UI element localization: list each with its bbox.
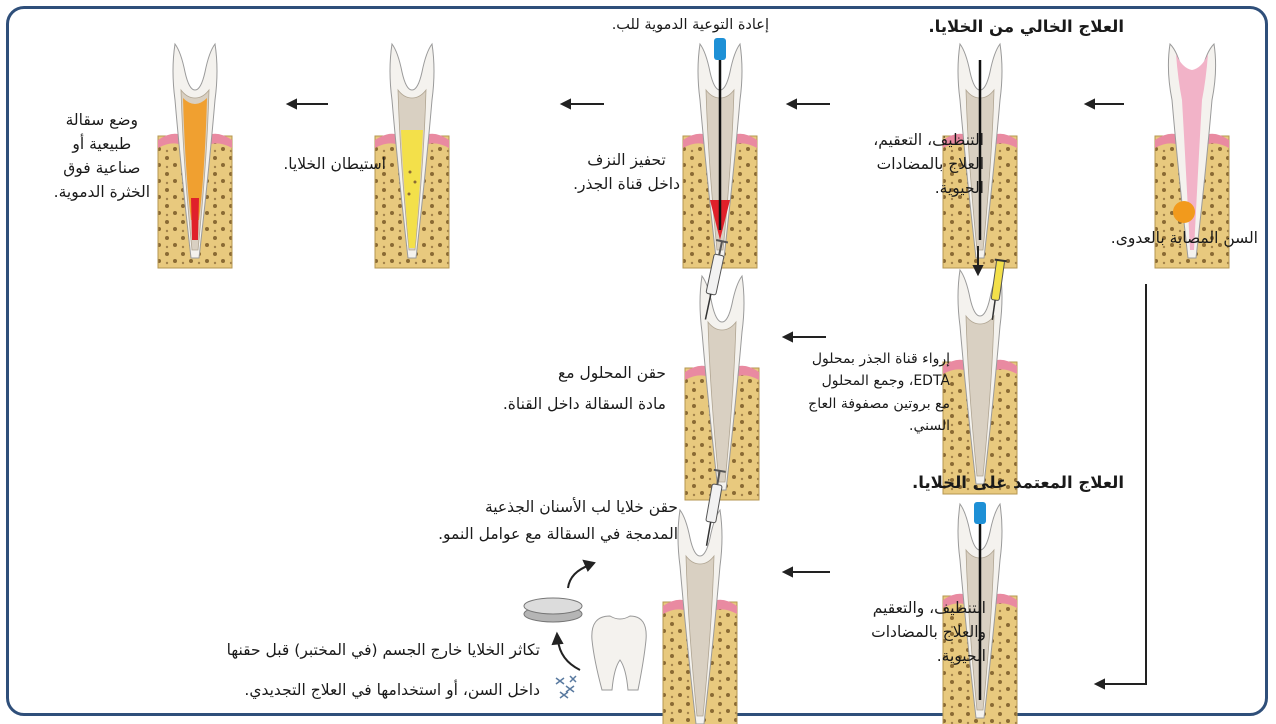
extracted-tooth-icon [592,616,646,690]
caption-scaffold: وضع سقالة طبيعية أو صناعية فوق الخثرة ال… [54,108,150,204]
caption-inject-cells: حقن خلايا لب الأسنان الجذعية المدمجة في … [438,494,678,548]
abscess-icon [1173,201,1195,223]
tooth-cell-homing [375,44,449,268]
caption-cleaning-cell-based: التنظيف، والتعقيم والعلاج بالمضادات الحي… [871,596,986,668]
tooth-scaffold [158,44,232,268]
caption-revascularization: إعادة التوعية الدموية للب. [612,14,769,36]
caption-expand-cells: تكاثر الخلايا خارج الجسم (في المختبر) قب… [227,630,540,711]
caption-infected: السن المصابة بالعدوى. [1111,226,1258,250]
tooth-irrigation [943,260,1017,494]
tooth-revascularization [683,38,757,268]
caption-inject-solution: حقن المحلول مع مادة السقالة داخل القناة. [503,358,666,420]
caption-irrigation: إرواء قناة الجذر بمحلول EDTA، وجمع المحل… [808,348,950,438]
heading-cell-based: العلاج المعتمد على الخلايا. [912,470,1124,496]
cells-cluster-icon [556,676,576,698]
heading-cell-free: العلاج الخالي من الخلايا. [928,14,1124,40]
caption-cleaning-cell-free: التنظيف، التعقيم، العلاج بالمضادات الحيو… [873,128,984,200]
caption-bleeding: تحفيز النزف داخل قناة الجذر. [573,148,680,196]
caption-cell-homing: استيطان الخلايا. [283,152,386,176]
tooth-inject-solution [685,240,759,500]
endodontic-file-icon [714,38,726,60]
petri-dish-icon [524,598,582,622]
